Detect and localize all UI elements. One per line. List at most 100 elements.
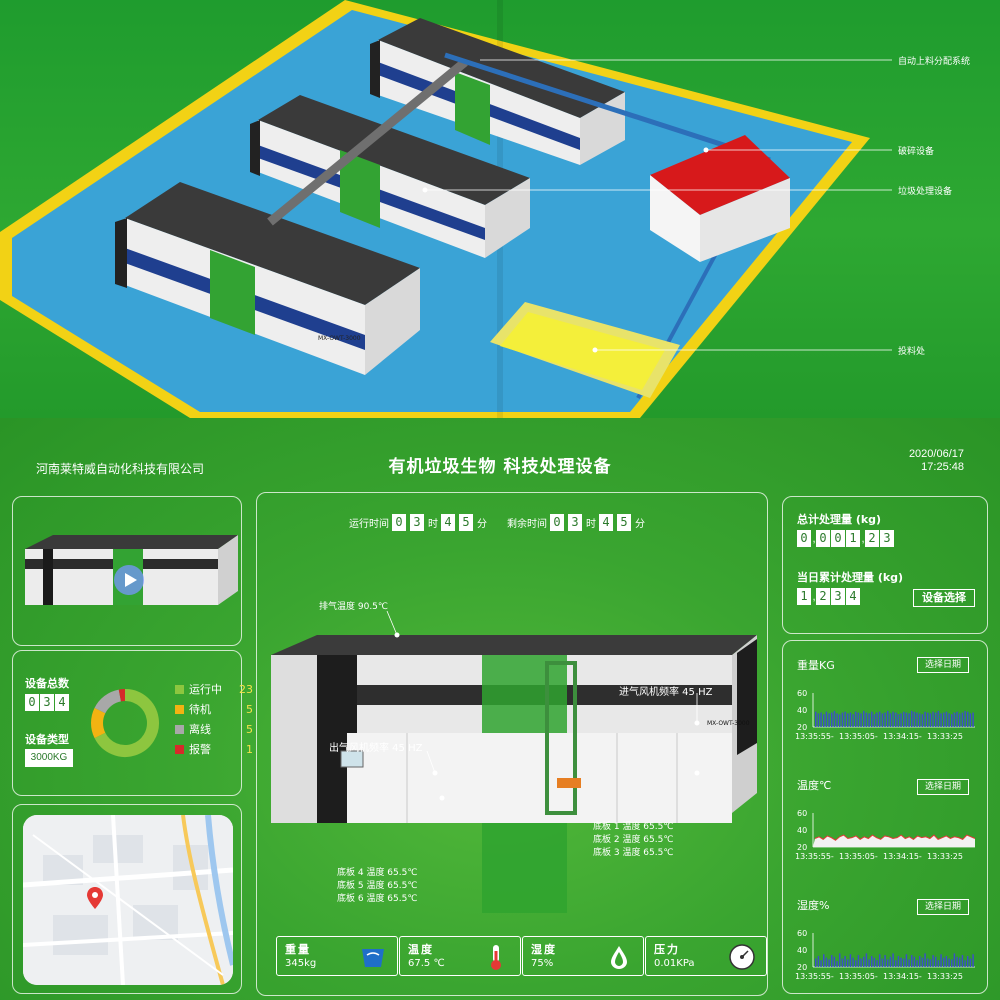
- plant-illustration: MX-OWT-3000: [0, 0, 892, 418]
- y-tick-label: 20: [797, 723, 807, 732]
- x-tick-label: 13:33:25: [927, 732, 963, 741]
- digit: 0: [797, 530, 811, 547]
- legend-swatch: [175, 724, 184, 734]
- chart-bar: [847, 959, 849, 967]
- callout-feeding-port: 投料处: [898, 347, 926, 357]
- chart-bar: [948, 713, 950, 727]
- metric-value: 0.01KPa: [654, 958, 695, 969]
- chart-bar: [865, 953, 868, 967]
- chart-bar: [921, 714, 924, 727]
- chart-bar: [951, 714, 953, 727]
- digit: 4: [55, 694, 69, 711]
- metric-humidity: 湿度 75%: [522, 936, 644, 976]
- chart-bar: [820, 960, 822, 967]
- select-date-button-temperature[interactable]: 选择日期: [917, 779, 969, 795]
- chart-bar: [836, 961, 838, 967]
- gauge-icon: [729, 944, 755, 970]
- x-tick-label: 13:34:15-: [883, 852, 922, 861]
- processing-machine-front: MX-OWT-3000: [115, 182, 420, 375]
- play-button[interactable]: [114, 565, 144, 595]
- chart-bar: [825, 711, 828, 727]
- chart-bar: [881, 713, 884, 727]
- chart-bar: [956, 956, 958, 967]
- digit: 1: [846, 530, 860, 547]
- plate-temp: 底板 5 温度 65.5℃: [337, 881, 418, 891]
- metric-title: 重量: [285, 943, 311, 956]
- screw-conveyor-top: [444, 52, 771, 163]
- droplet-icon: [611, 946, 627, 969]
- legend-count: 23: [239, 682, 253, 696]
- location-map[interactable]: [23, 815, 233, 985]
- legend-label: 待机: [189, 703, 211, 716]
- chart-bar: [833, 956, 836, 967]
- digit-separator: ,: [812, 532, 816, 545]
- chart-bar: [897, 714, 900, 727]
- chart-bar: [892, 953, 894, 967]
- chart-area: [813, 835, 975, 847]
- select-date-button-weight[interactable]: 选择日期: [917, 657, 969, 673]
- chart-bar: [961, 955, 964, 967]
- metric-pressure: 压力 0.01KPa: [645, 936, 767, 976]
- chart-bar: [895, 960, 897, 967]
- total-processed-label: 总计处理量 (kg): [797, 513, 882, 526]
- x-tick-label: 13:33:25: [927, 852, 963, 861]
- chart-bar: [913, 711, 916, 727]
- select-device-button[interactable]: 设备选择: [913, 589, 975, 607]
- chart-bar: [841, 712, 844, 727]
- chart-bar: [905, 954, 908, 967]
- plate-temp: 底板 3 温度 65.5℃: [593, 848, 674, 858]
- chart-bar: [863, 710, 865, 727]
- chart-bar: [924, 953, 926, 967]
- chart-bar: [932, 955, 934, 967]
- chart-bar: [969, 958, 972, 967]
- chart-bar: [932, 711, 934, 727]
- chart-bar: [884, 712, 886, 727]
- x-tick-label: 13:35:05-: [839, 972, 878, 981]
- video-panel: [12, 496, 242, 646]
- chart-bar: [900, 713, 902, 727]
- digit: 3: [880, 530, 894, 547]
- digit: 0: [392, 514, 406, 531]
- chart-bar: [897, 955, 900, 967]
- lift-bucket: [557, 778, 581, 788]
- digit: 2: [816, 588, 830, 605]
- date-text: 2020/06/17: [908, 448, 964, 460]
- company-name: 河南莱特威自动化科技有限公司: [36, 462, 205, 476]
- plate-temps-right: 底板 1 温度 65.5℃ 底板 2 温度 65.5℃ 底板 3 温度 65.5…: [593, 821, 673, 860]
- dashboard: 河南莱特威自动化科技有限公司 有机垃圾生物 科技处理设备 2020/06/17 …: [0, 418, 1000, 1000]
- time-text: 17:25:48: [921, 461, 964, 473]
- chart-bar: [953, 953, 956, 967]
- select-date-button-humidity[interactable]: 选择日期: [917, 899, 969, 915]
- chart-bar: [857, 712, 860, 727]
- metric-title: 湿度: [531, 943, 557, 956]
- chart-bar: [953, 712, 956, 727]
- chart-bar: [868, 713, 870, 727]
- chart-bar: [959, 713, 961, 727]
- y-tick-label: 60: [797, 689, 807, 698]
- chart-title-humidity: 湿度%: [797, 899, 830, 912]
- chart-bar: [889, 956, 892, 967]
- chart-bar: [881, 958, 884, 967]
- chart-bar: [831, 712, 833, 727]
- digit: 4: [599, 514, 613, 531]
- digit: 0: [550, 514, 564, 531]
- chart-bar: [849, 954, 852, 967]
- chart-bar: [927, 712, 929, 727]
- y-tick-label: 40: [797, 826, 807, 835]
- legend-label: 报警: [189, 743, 211, 756]
- hour-unit: 时: [428, 519, 438, 530]
- y-tick-label: 20: [797, 843, 807, 852]
- x-tick-label: 13:34:15-: [883, 732, 922, 741]
- chart-bar: [921, 957, 924, 967]
- exhaust-temp-label: 排气温度 90.5℃: [319, 602, 389, 612]
- chart-bar: [876, 960, 878, 967]
- chart-bar: [905, 712, 908, 727]
- chart-bar: [817, 713, 820, 727]
- feeding-hopper: [490, 302, 680, 398]
- daily-processed-label: 当日累计处理量 (kg): [797, 571, 904, 584]
